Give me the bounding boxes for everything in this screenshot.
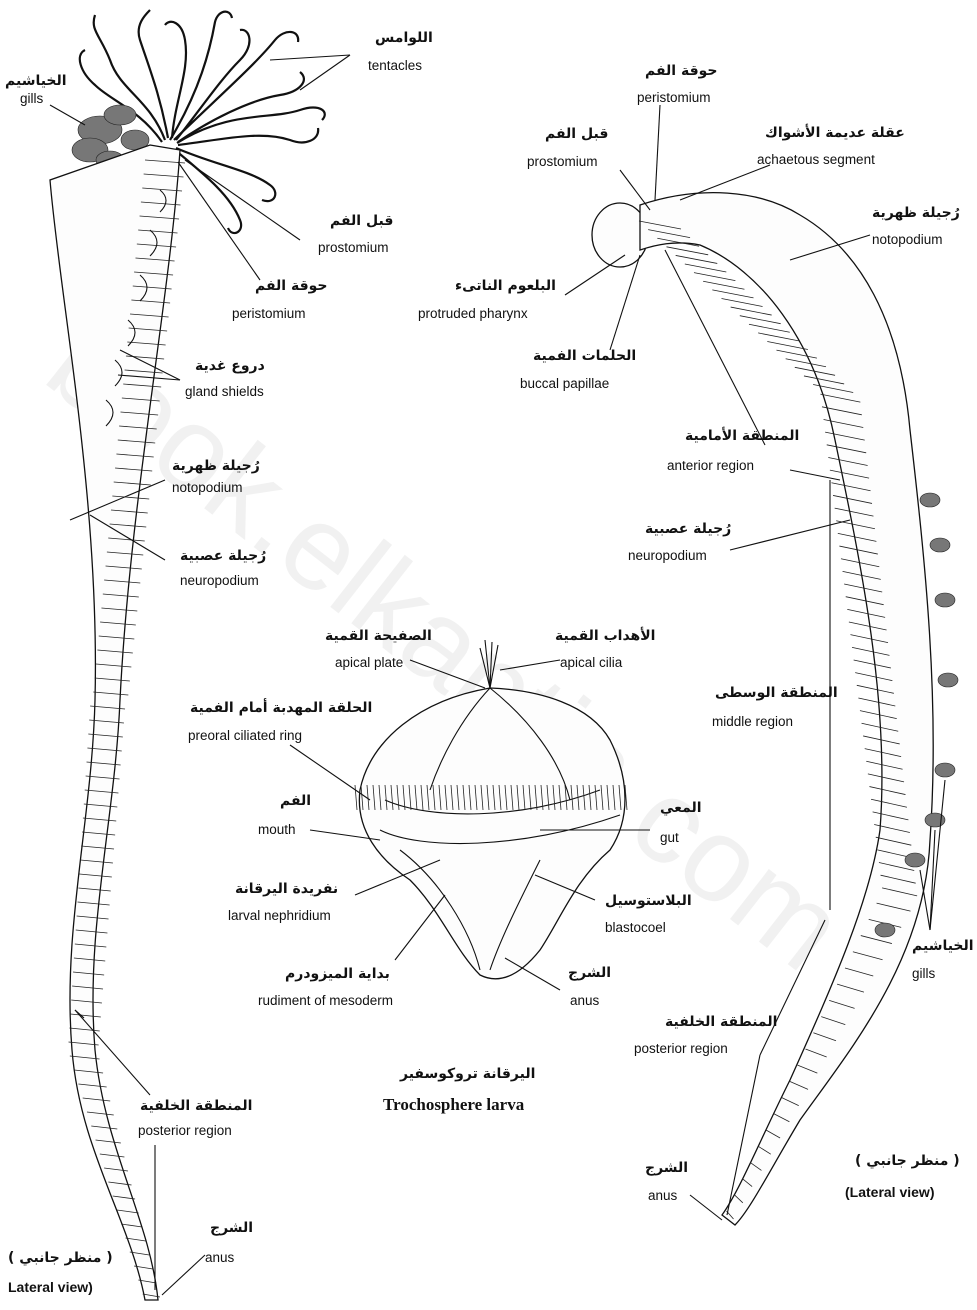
gills-left-label-en: gills (20, 91, 44, 106)
blastocoel-label-ar: البلاستوسيل (605, 893, 692, 909)
prostomium-left-label-en: prostomium (318, 240, 389, 255)
gills-right-label-ar: الخياشيم (912, 938, 974, 954)
pharynx-label-ar: البلعوم الناتىء (455, 278, 556, 294)
apical-cilia-label-en: apical cilia (560, 655, 623, 670)
notopodium-right-label-en: notopodium (872, 232, 943, 247)
gland-shields-label-ar: دروع غدية (195, 358, 265, 374)
middle-region-label-ar: المنطقة الوسطى (715, 685, 838, 701)
lateral-right-label-ar: ( منظر جانبي ) (855, 1153, 960, 1169)
anus-right-label-ar: الشرج (645, 1160, 688, 1176)
mouth-label-ar: الفم (280, 793, 311, 809)
larva-caption-ar: اليرقانة تروكوسفير (399, 1066, 535, 1082)
notopodium-left-label-ar: رُجيلة ظهرية (172, 458, 260, 474)
middle-region-label-en: middle region (712, 714, 793, 729)
gland-shields-label-en: gland shields (185, 384, 264, 399)
posterior-left-label-en: posterior region (138, 1123, 232, 1138)
apical-cilia-label-ar: الأهداب القمية (555, 627, 655, 644)
larval-nephridium-label-en: larval nephridium (228, 908, 331, 923)
anus-left-label-en: anus (205, 1250, 235, 1265)
peristomium-right-label-en: peristomium (637, 90, 711, 105)
neuropodium-right-label-ar: رُجيلة عصبية (645, 521, 731, 537)
posterior-right-label-ar: المنطقة الخلفية (665, 1014, 777, 1030)
achaetous-label-ar: عقلة عديمة الأشواك (765, 124, 905, 141)
peristomium-left-label-ar: حوقة الفم (255, 278, 328, 294)
larval-nephridium-label-ar: نفريدة اليرقانة (235, 881, 338, 897)
prostomium-right-label-ar: قبل الفم (545, 126, 608, 142)
apical-plate-label-ar: الصفيحة القمية (325, 628, 432, 644)
apical-plate-label-en: apical plate (335, 655, 403, 670)
pharynx-label-en: protruded pharynx (418, 306, 528, 321)
gut-label-en: gut (660, 830, 679, 845)
neuropodium-left-label-ar: رُجيلة عصبية (180, 548, 266, 564)
notopodium-right-label-ar: رُجيلة ظهرية (872, 205, 960, 221)
anus-left-label-ar: الشرج (210, 1220, 253, 1236)
lateral-left-label-ar: ( منظر جانبي ) (8, 1250, 113, 1266)
notopodium-left-label-en: notopodium (172, 480, 243, 495)
blastocoel-label-en: blastocoel (605, 920, 666, 935)
tentacles-label-en: tentacles (368, 58, 422, 73)
tentacles-label-ar: اللوامس (375, 30, 433, 46)
anus-larva-label-ar: الشرج (568, 965, 611, 981)
gut-label-ar: المعي (660, 800, 702, 816)
larva-caption-en: Trochosphere larva (383, 1095, 525, 1114)
mesoderm-label-en: rudiment of mesoderm (258, 993, 393, 1008)
peristomium-left-label-en: peristomium (232, 306, 306, 321)
anus-larva-label-en: anus (570, 993, 600, 1008)
anterior-region-label-ar: المنطقة الأمامية (685, 427, 799, 444)
gills-right-label-en: gills (912, 966, 936, 981)
buccal-papillae-label-en: buccal papillae (520, 376, 609, 391)
neuropodium-left-label-en: neuropodium (180, 573, 259, 588)
anterior-region-label-en: anterior region (667, 458, 754, 473)
mouth-label-en: mouth (258, 822, 296, 837)
right-worm-body (640, 193, 933, 1225)
neuropodium-right-label-en: neuropodium (628, 548, 707, 563)
lateral-left-label-en: Lateral view) (8, 1279, 93, 1295)
right-worm (592, 193, 958, 1225)
prostomium-right-label-en: prostomium (527, 154, 598, 169)
preoral-ring-label-en: preoral ciliated ring (188, 728, 302, 743)
buccal-papillae-label-ar: الحلمات الفمية (533, 348, 636, 364)
lateral-right-label-en: (Lateral view) (845, 1184, 934, 1200)
prostomium-left-label-ar: قبل الفم (330, 213, 393, 229)
peristomium-right-label-ar: حوقة الفم (645, 63, 718, 79)
mesoderm-label-ar: بداية الميزودرم (285, 966, 390, 982)
posterior-right-label-en: posterior region (634, 1041, 728, 1056)
gills-left-label-ar: الخياشيم (5, 73, 67, 89)
achaetous-label-en: achaetous segment (757, 152, 875, 167)
anus-right-label-en: anus (648, 1188, 678, 1203)
preoral-ring-label-ar: الحلقة المهدبة أمام الفمية (190, 698, 372, 716)
posterior-left-label-ar: المنطقة الخلفية (140, 1098, 252, 1114)
